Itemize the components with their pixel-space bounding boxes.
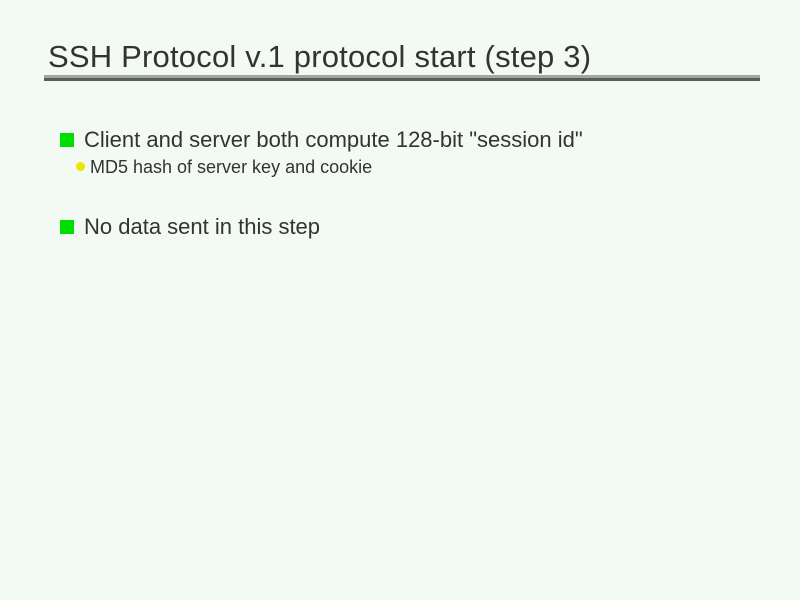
- bullet-text: No data sent in this step: [84, 214, 321, 239]
- slide-body: Client and server both compute 128-bit "…: [60, 126, 760, 241]
- list-subitem: MD5 hash of server key and cookie: [76, 156, 760, 178]
- square-bullet-icon: [60, 220, 74, 234]
- spacer: [60, 178, 760, 213]
- slide-title: SSH Protocol v.1 protocol start (step 3): [48, 39, 592, 74]
- dot-bullet-icon: [76, 162, 85, 171]
- list-item: No data sent in this step: [60, 213, 760, 241]
- bullet-text: Client and server both compute 128-bit "…: [84, 127, 583, 152]
- title-underline-rule: [44, 75, 760, 81]
- square-bullet-icon: [60, 133, 74, 147]
- list-item: Client and server both compute 128-bit "…: [60, 126, 760, 154]
- sub-bullet-text: MD5 hash of server key and cookie: [90, 157, 373, 177]
